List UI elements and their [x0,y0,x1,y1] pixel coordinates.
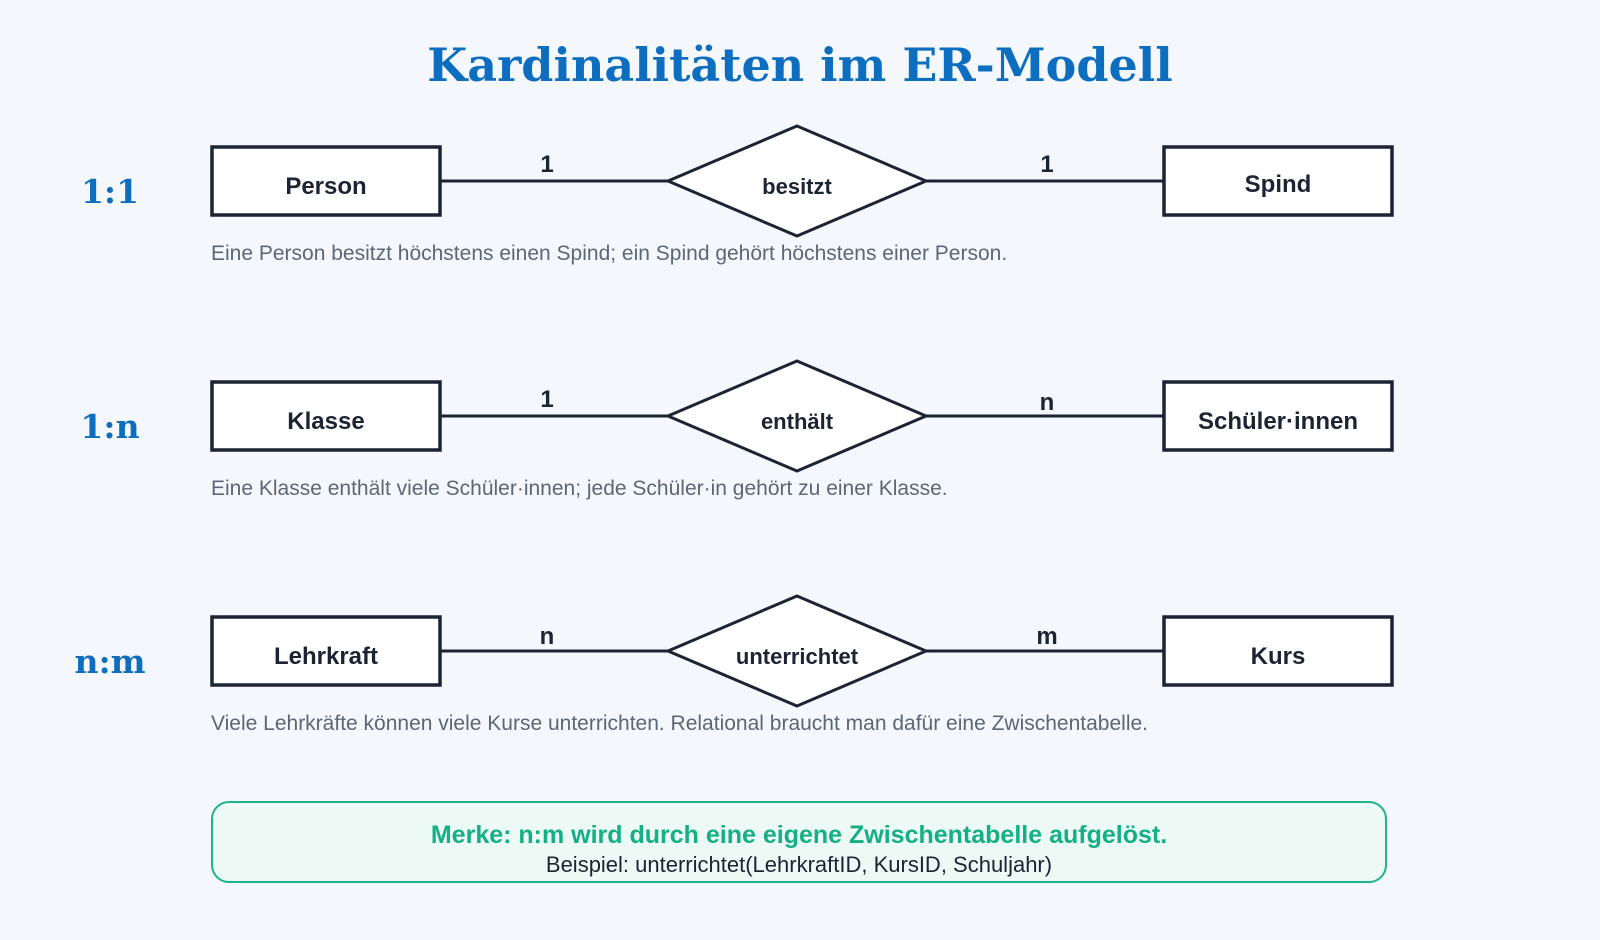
relationship-diamond [664,124,930,238]
entity-box [1162,380,1394,452]
row-one-to-many: 1:n Klasse enthält Schüler·innen 1 n Ein… [80,359,1394,500]
multiplicity-right: n [1040,389,1055,416]
entity-box [1162,145,1394,217]
row-many-to-many: n:m Lehrkraft unterrichtet Kurs n m Viel… [74,594,1394,735]
entity-label: Kurs [1251,643,1306,670]
relationship-label: besitzt [762,174,832,199]
multiplicity-left: 1 [540,151,553,178]
note-example: Beispiel: unterrichtet(LehrkraftID, Kurs… [545,852,1053,877]
cardinality-label: 1:n [80,407,139,446]
entity-label: Lehrkraft [274,643,378,670]
entity-label: Person [285,173,366,200]
row-description: Eine Klasse enthält viele Schüler·innen;… [211,477,948,500]
multiplicity-left: 1 [540,386,553,413]
row-one-to-one: 1:1 Person besitzt Spind 1 1 Eine Person… [81,124,1394,265]
row-description: Viele Lehrkräfte können viele Kurse unte… [211,712,1148,735]
relationship-diamond [664,359,930,473]
multiplicity-right: m [1036,623,1057,650]
note-title: Merke: n:m wird durch eine eigene Zwisch… [430,821,1168,849]
entity-label: Klasse [287,408,364,435]
entity-label: Spind [1245,171,1312,198]
multiplicity-left: n [540,623,555,650]
relationship-label: unterrichtet [736,644,859,669]
entity-box [210,615,442,687]
entity-box [1162,615,1394,687]
relationship-label: enthält [761,409,834,434]
summary-note-box: Merke: n:m wird durch eine eigene Zwisch… [211,801,1387,883]
relationship-diamond [664,594,930,708]
page-title: Kardinalitäten im ER-Modell [427,38,1173,92]
entity-box [210,380,442,452]
entity-box [210,145,442,217]
row-description: Eine Person besitzt höchstens einen Spin… [211,242,1007,265]
multiplicity-right: 1 [1040,151,1053,178]
cardinality-label: 1:1 [81,172,139,211]
entity-label: Schüler·innen [1198,408,1358,435]
cardinality-label: n:m [74,642,145,681]
